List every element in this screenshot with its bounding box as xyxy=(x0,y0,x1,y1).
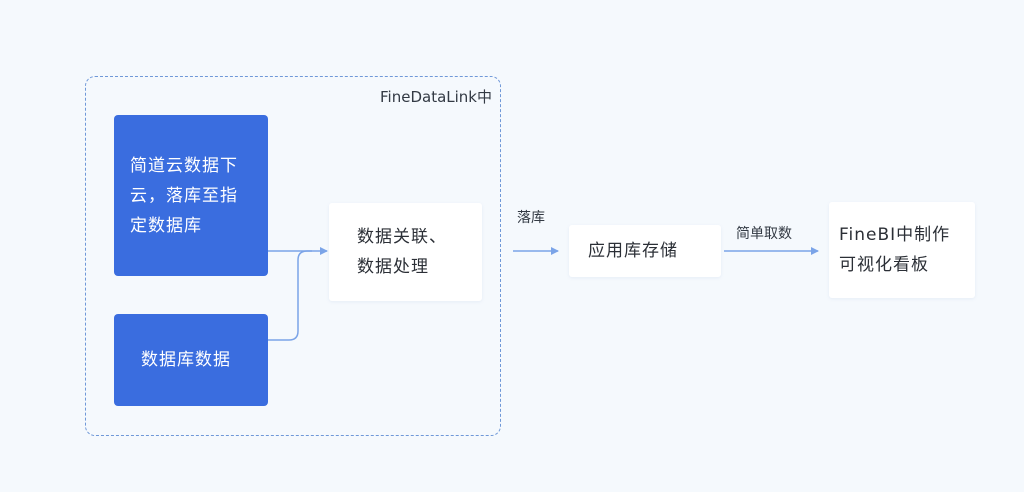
group-label: FineDataLink中 xyxy=(380,88,492,106)
node-jiandaoyun-to-cloud-label: 简道云数据下云，落库至指定数据库 xyxy=(130,155,238,236)
node-database-data-label: 数据库数据 xyxy=(141,350,231,370)
node-finebi-dashboard: FineBI中制作可视化看板 xyxy=(829,202,975,298)
edge-label-to-finebi: 简单取数 xyxy=(736,226,792,242)
node-finebi-dashboard-label: FineBI中制作可视化看板 xyxy=(839,225,951,275)
node-data-processing-label: 数据关联、数据处理 xyxy=(357,227,447,277)
node-app-storage-label: 应用库存储 xyxy=(588,241,678,261)
node-app-storage: 应用库存储 xyxy=(569,225,721,277)
edge-label-to-storage: 落库 xyxy=(517,210,545,226)
connector-database-to-process xyxy=(268,250,312,341)
node-data-processing: 数据关联、数据处理 xyxy=(329,203,482,301)
node-jiandaoyun-to-cloud: 简道云数据下云，落库至指定数据库 xyxy=(114,115,268,276)
node-database-data: 数据库数据 xyxy=(114,314,268,406)
finedatalink-group: FineDataLink中 xyxy=(85,76,501,436)
